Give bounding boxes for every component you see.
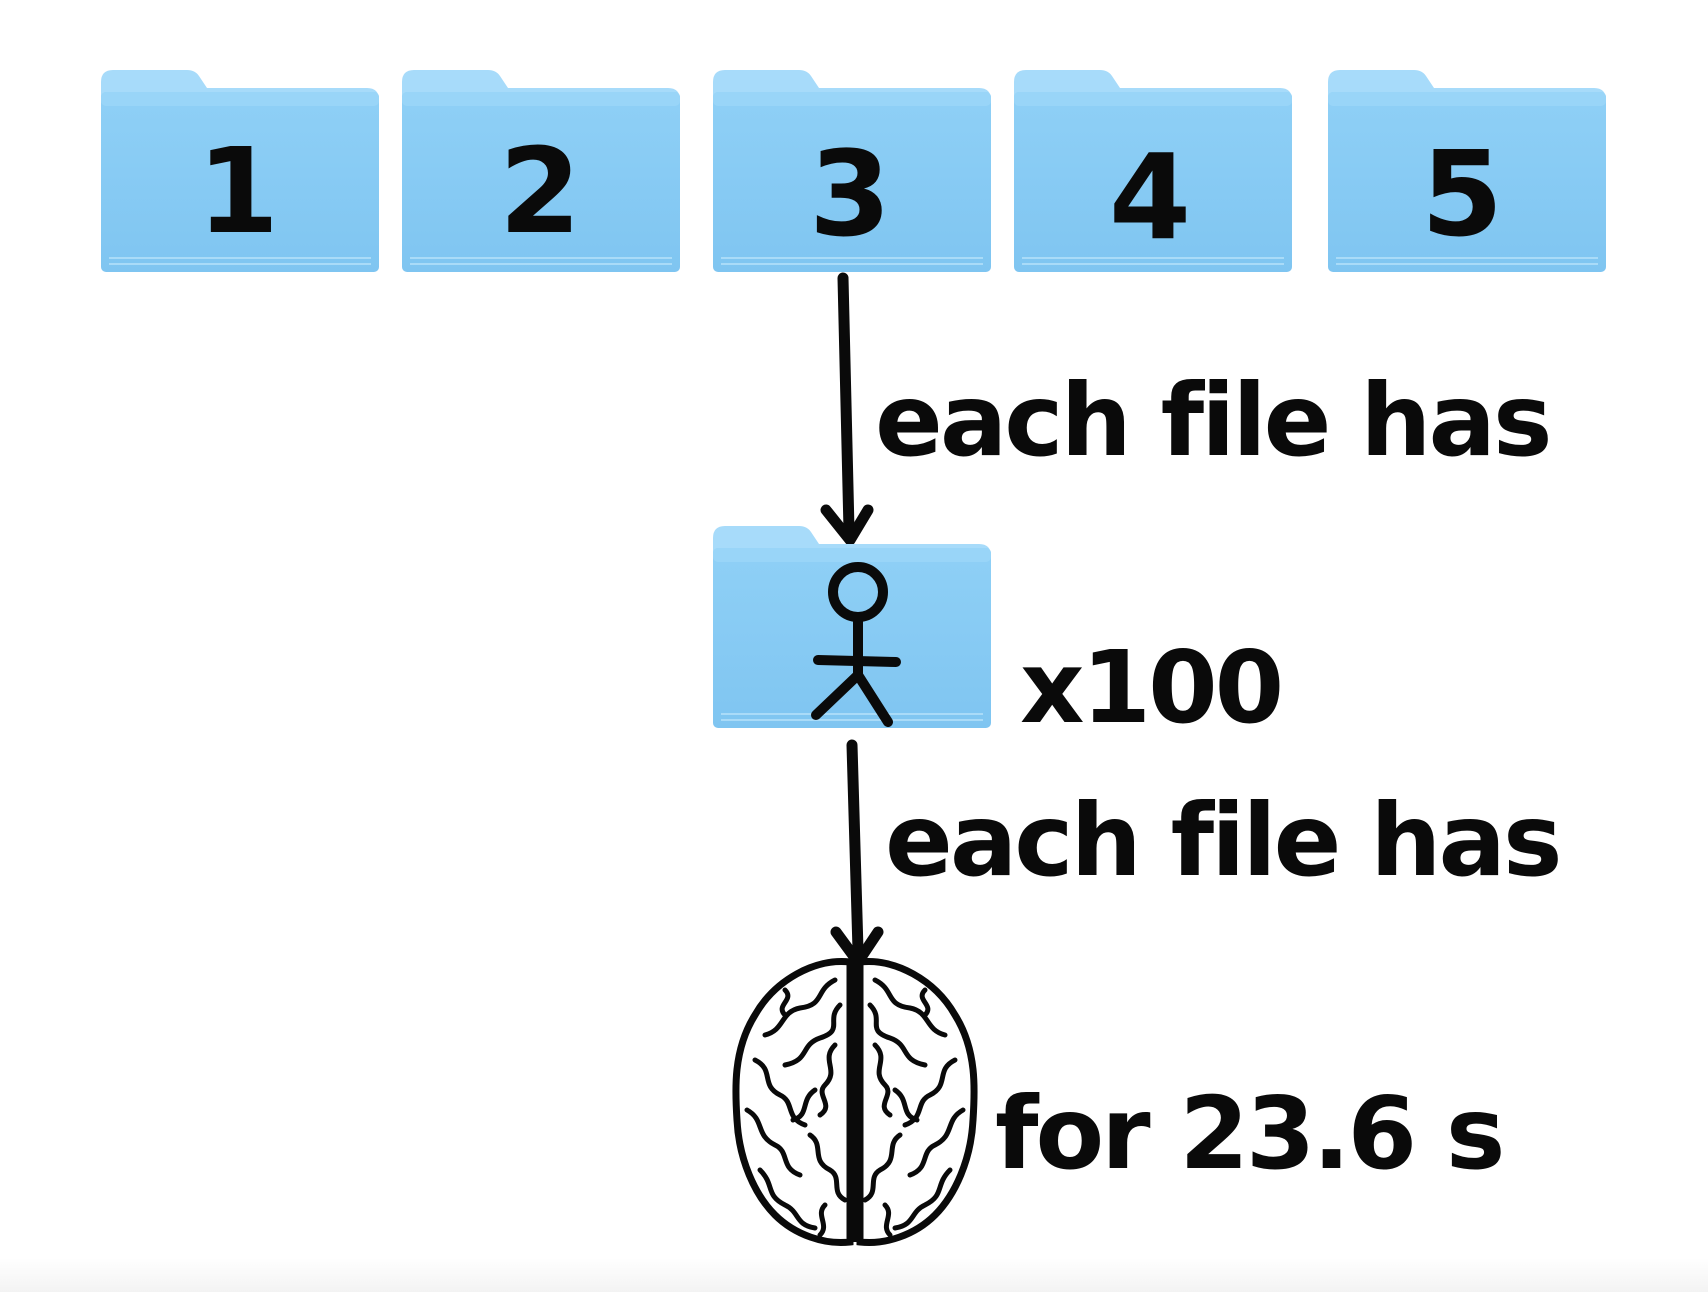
- folder-label: 2: [499, 122, 581, 260]
- folder-label: 5: [1421, 125, 1503, 263]
- stick-figure-icon: [811, 562, 901, 727]
- folder-label: 3: [809, 125, 891, 263]
- folder-label: 1: [197, 122, 279, 260]
- brain-icon: [732, 958, 978, 1247]
- arrow-down-1: [820, 272, 874, 546]
- duration-label: for 23.6 s: [995, 1075, 1502, 1192]
- folder-label: 4: [1109, 128, 1191, 266]
- folder-4: 4: [1013, 69, 1293, 273]
- arrow-label-each-file-has: each file has: [885, 782, 1559, 899]
- folder-3: 3: [712, 69, 992, 273]
- folder-5: 5: [1327, 69, 1607, 273]
- window-bottom-edge: [0, 1258, 1708, 1292]
- folder-1: 1: [100, 69, 380, 273]
- arrow-label-each-file-has: each file has: [875, 362, 1549, 479]
- participant-count: x100: [1020, 629, 1281, 746]
- folder-icon: [712, 525, 992, 729]
- folder-2: 2: [401, 69, 681, 273]
- participant-folder: [712, 525, 992, 729]
- arrow-down-2: [830, 739, 884, 968]
